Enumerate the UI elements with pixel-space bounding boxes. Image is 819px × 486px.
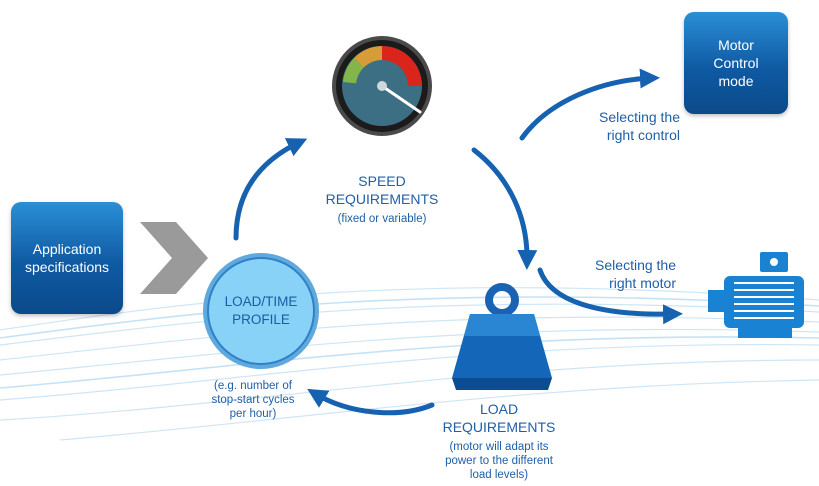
motor-control-line1: Motor: [718, 37, 754, 53]
load-time-line1: LOAD/TIME: [224, 294, 298, 309]
load-time-circle: [203, 253, 319, 369]
selecting-right-motor-label: Selecting the right motor: [556, 256, 676, 292]
arrow-to-motor: [537, 267, 683, 325]
motor-control-line2: Control: [713, 55, 759, 71]
control-select-line1: Selecting the: [599, 109, 680, 125]
arrow-load-to-profile: [307, 388, 435, 416]
chevron-right-icon: [140, 222, 208, 294]
load-line2: REQUIREMENTS: [442, 419, 556, 435]
speed-line1: SPEED: [358, 173, 406, 189]
arrow-profile-to-speed: [233, 138, 308, 241]
load-time-note3: per hour): [229, 408, 277, 420]
load-requirements-label: LOAD REQUIREMENTS (motor will adapt its …: [424, 400, 574, 482]
arrow-speed-to-load: [471, 147, 538, 270]
control-select-line2: right control: [606, 127, 680, 143]
load-line1: LOAD: [479, 401, 519, 417]
motor-control-line3: mode: [718, 73, 754, 89]
load-note3: load levels): [469, 469, 529, 481]
speed-note: (fixed or variable): [337, 213, 427, 225]
motor-icon: [708, 252, 804, 338]
speed-line2: REQUIREMENTS: [325, 191, 439, 207]
application-specifications-box: Application specifications: [11, 202, 123, 314]
app-spec-line2: specifications: [24, 259, 110, 275]
app-spec-line1: Application: [32, 241, 102, 257]
load-time-note2: stop-start cycles: [211, 394, 295, 406]
load-time-line2: PROFILE: [232, 312, 290, 327]
load-note2: power to the different: [445, 455, 553, 467]
motor-select-line1: Selecting the: [595, 257, 676, 273]
load-time-profile-label: LOAD/TIME PROFILE: [206, 256, 316, 366]
weight-icon: [452, 283, 552, 390]
speedometer-icon: [332, 36, 432, 136]
load-time-note1: (e.g. number of: [214, 380, 292, 392]
selecting-right-control-label: Selecting the right control: [560, 108, 680, 144]
load-note1: (motor will adapt its: [449, 441, 549, 453]
motor-select-line2: right motor: [609, 275, 676, 291]
arrow-to-motor-control: [519, 68, 660, 141]
speed-requirements-label: SPEED REQUIREMENTS (fixed or variable): [312, 172, 452, 226]
motor-control-mode-box: Motor Control mode: [684, 12, 788, 114]
load-time-note: (e.g. number of stop-start cycles per ho…: [176, 379, 330, 421]
